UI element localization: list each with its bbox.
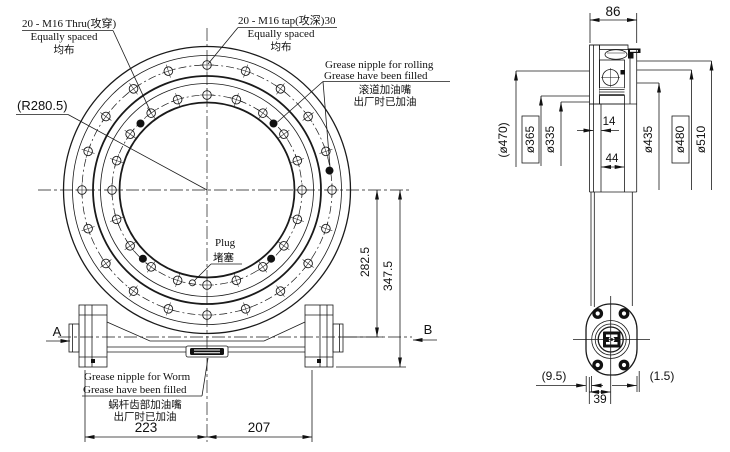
dim-14-text: 14	[603, 116, 616, 128]
roller-section	[604, 49, 628, 60]
dim-9-5: (9.5)	[536, 369, 603, 392]
grease-nipple-dots	[136, 119, 334, 263]
grease-worm-line2: Grease have been filled	[83, 384, 187, 396]
dim-86-text: 86	[605, 4, 620, 19]
dim-dia-470-text: (ø470)	[496, 122, 510, 157]
label-thru-line2: Equally spaced	[31, 31, 98, 43]
dim-dia-365: ø365	[521, 95, 590, 166]
radius-callout: (R280.5)	[16, 98, 208, 191]
grease-rolling-line4: 出厂时已加油	[354, 95, 417, 108]
dim-dia-435: ø435	[636, 82, 661, 190]
dim-dia-510-text: ø510	[694, 126, 708, 154]
label-tap-holes: 20 - M16 tap(攻深)30 Equally spaced 均布	[207, 13, 337, 65]
grease-rolling-line1: Grease nipple for rolling	[325, 59, 434, 71]
cover-bolts	[592, 308, 630, 371]
dim-dia-335: ø335	[543, 101, 590, 166]
dim-dia-335-text: ø335	[543, 126, 557, 154]
dim-282-5-text: 282.5	[358, 247, 372, 277]
grease-worm-line3: 蜗杆齿部加油嘴	[108, 398, 182, 411]
dim-207-text: 207	[248, 420, 271, 435]
dim-dia-435-text: ø435	[641, 126, 655, 154]
dim-9-5-text: (9.5)	[542, 369, 567, 383]
label-thru-line3: 均布	[54, 44, 75, 56]
dim-44: 44	[600, 153, 625, 169]
front-view: 20 - M16 Thru(攻穿) Equally spaced 均布 20 -…	[16, 13, 450, 442]
dim-1-5-text: (1.5)	[650, 369, 675, 383]
label-tap-line1: 20 - M16 tap(攻深)30	[238, 13, 336, 27]
dim-39-text: 39	[593, 392, 607, 406]
dim-1-5: (1.5)	[612, 369, 674, 392]
grease-rolling-line2: Grease have been filled	[324, 70, 428, 82]
dim-dia-510: ø510	[636, 60, 714, 190]
view-b-label: B	[424, 322, 433, 337]
view-arrow-a: A	[46, 324, 71, 343]
dim-dia-470: (ø470)	[496, 70, 590, 167]
grease-worm-line1: Grease nipple for Worm	[84, 371, 191, 383]
dim-86: 86	[589, 4, 638, 43]
dim-dia-480-text: ø480	[673, 126, 687, 154]
label-tap-line3: 均布	[271, 41, 292, 53]
radius-callout-text: (R280.5)	[17, 98, 68, 113]
label-tap-line2: Equally spaced	[248, 28, 315, 40]
label-thru-holes: 20 - M16 Thru(攻穿) Equally spaced 均布	[22, 16, 152, 114]
grease-rolling-line3: 滚道加油嘴	[359, 83, 412, 96]
dim-347-5-text: 347.5	[381, 261, 395, 291]
housing-body	[589, 45, 637, 307]
label-thru-line1: 20 - M16 Thru(攻穿)	[22, 16, 117, 30]
side-section-view: 86	[496, 4, 714, 406]
dim-14: 14	[577, 116, 619, 133]
label-grease-worm: Grease nipple for Worm Grease have been …	[82, 357, 209, 423]
dim-44-text: 44	[606, 153, 619, 165]
dim-dia-365-text: ø365	[523, 126, 537, 154]
grease-worm-line4: 出厂时已加油	[114, 410, 177, 423]
dim-dia-480: ø480	[636, 69, 694, 190]
plug-line1: Plug	[215, 237, 236, 249]
seal-section	[620, 48, 641, 75]
label-grease-rolling: Grease nipple for rolling Grease have be…	[277, 59, 450, 168]
plug-line2: 堵塞	[213, 251, 234, 264]
dim-39: 39	[588, 377, 612, 406]
view-a-label: A	[53, 324, 62, 339]
plug-hole	[188, 279, 196, 287]
ring-cross-section	[589, 44, 641, 192]
worm-housing	[68, 304, 344, 368]
dim-282-5: 282.5	[340, 189, 383, 338]
worm-end-cover	[573, 296, 650, 404]
view-arrow-b: B	[412, 322, 437, 342]
dim-bottom: 223 207	[84, 370, 313, 442]
worm-grease-plate	[185, 345, 229, 358]
label-plug: Plug 堵塞	[194, 237, 242, 281]
dim-223-text: 223	[135, 420, 158, 435]
dim-347-5: 347.5	[336, 189, 406, 368]
